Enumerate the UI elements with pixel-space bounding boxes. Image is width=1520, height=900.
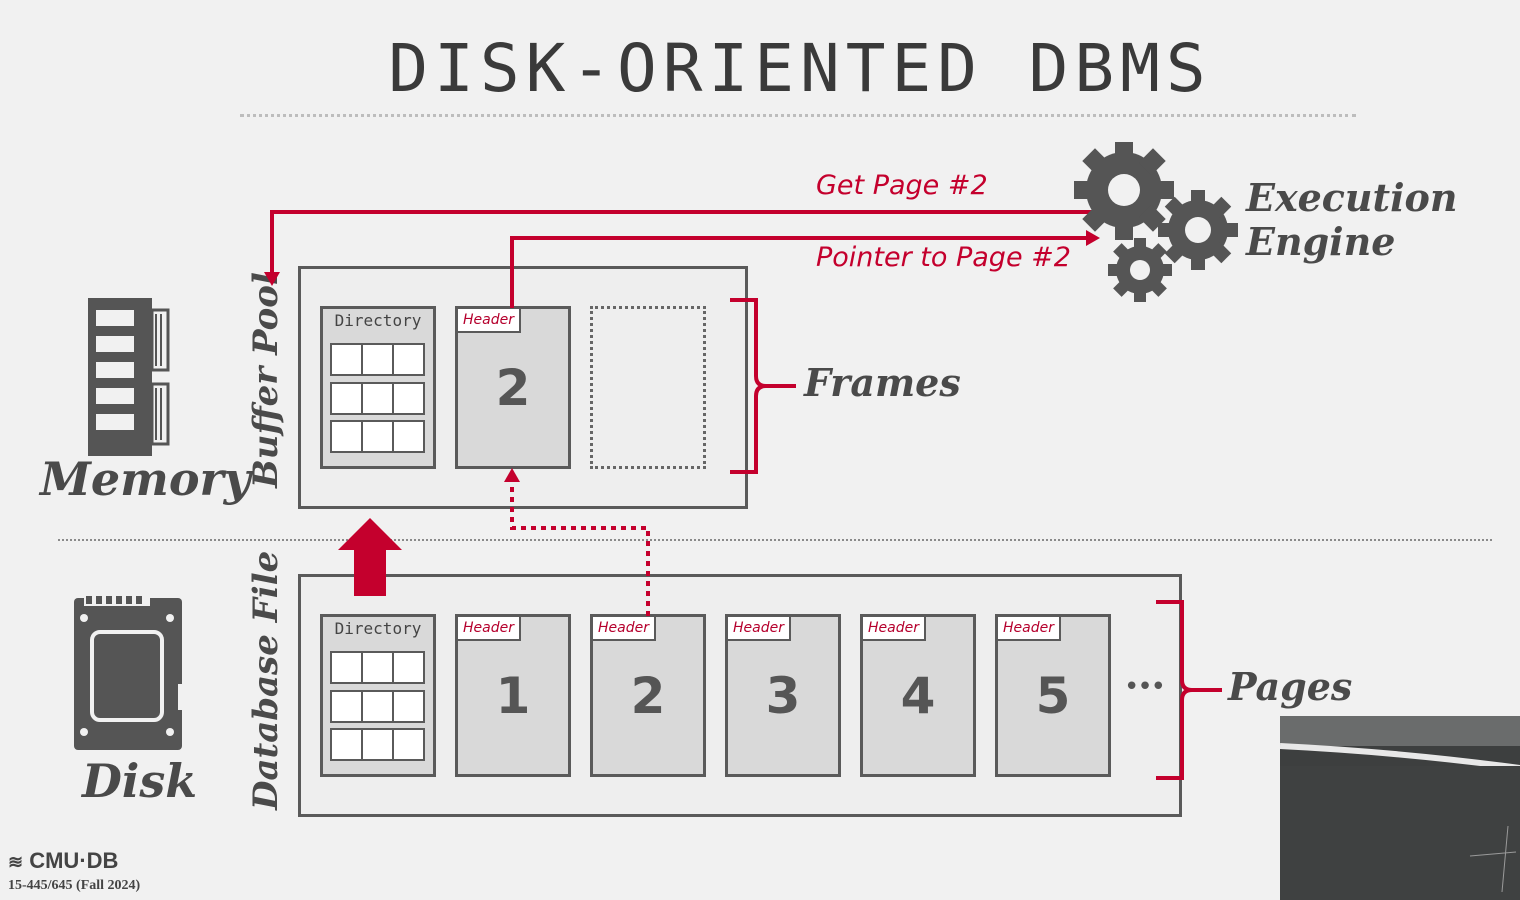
title-divider (240, 114, 1356, 117)
disk-page-5: Header 5 (995, 614, 1111, 777)
disk-label: Disk (82, 754, 198, 808)
page-header: Header (458, 617, 521, 641)
engine-label-line2: Engine (1246, 219, 1396, 264)
webcam-overlay (1280, 716, 1520, 900)
page-header: Header (863, 617, 926, 641)
gears-icon (1074, 142, 1238, 302)
execution-engine-label: Execution Engine (1246, 176, 1458, 264)
engine-label-line1: Execution (1246, 175, 1458, 220)
get-page-arrow (264, 210, 1096, 286)
get-page-label: Get Page #2 (816, 170, 988, 201)
load-page-arrow (338, 518, 402, 596)
directory-label: Directory (334, 311, 422, 330)
directory-label: Directory (334, 619, 422, 638)
page-number: 3 (765, 667, 801, 725)
pointer-arrow (510, 230, 1100, 308)
empty-frame (590, 306, 706, 469)
more-pages-ellipsis: ••• (1124, 672, 1166, 702)
buffer-pool-page-2: Header 2 (455, 306, 571, 469)
pages-label: Pages (1228, 664, 1353, 709)
page-number: 5 (1035, 667, 1071, 725)
directory-grid (330, 651, 425, 761)
page-header: Header (728, 617, 791, 641)
disk-page-2: Header 2 (590, 614, 706, 777)
page-number: 4 (900, 667, 936, 725)
cmu-db-logo: ≋ CMU·DB (8, 848, 118, 874)
memory-label: Memory (40, 452, 251, 506)
memory-icon (86, 296, 172, 458)
disk-page-4: Header 4 (860, 614, 976, 777)
directory-grid (330, 343, 425, 453)
page-number: 2 (630, 667, 666, 725)
page-header: Header (593, 617, 656, 641)
page-header: Header (458, 309, 521, 333)
page-number: 1 (495, 667, 531, 725)
copy-path-arrow (504, 468, 650, 616)
disk-icon (72, 594, 186, 752)
pointer-label: Pointer to Page #2 (816, 242, 1071, 273)
disk-directory: Directory (320, 614, 436, 777)
frames-label: Frames (804, 360, 961, 405)
frames-brace (730, 298, 796, 474)
disk-page-3: Header 3 (725, 614, 841, 777)
buffer-pool-label: Buffer Pool (246, 272, 286, 488)
page-header: Header (998, 617, 1061, 641)
page-number: 2 (495, 359, 531, 417)
pages-brace (1156, 600, 1222, 780)
logo-text: CMU·DB (29, 848, 119, 873)
disk-page-1: Header 1 (455, 614, 571, 777)
buffer-pool-directory: Directory (320, 306, 436, 469)
database-file-label: Database File (246, 550, 286, 810)
database-icon: ≋ (8, 852, 24, 872)
slide-title: DISK-ORIENTED DBMS (388, 30, 1212, 107)
course-label: 15-445/645 (Fall 2024) (8, 878, 141, 893)
memory-disk-divider (58, 539, 1492, 541)
